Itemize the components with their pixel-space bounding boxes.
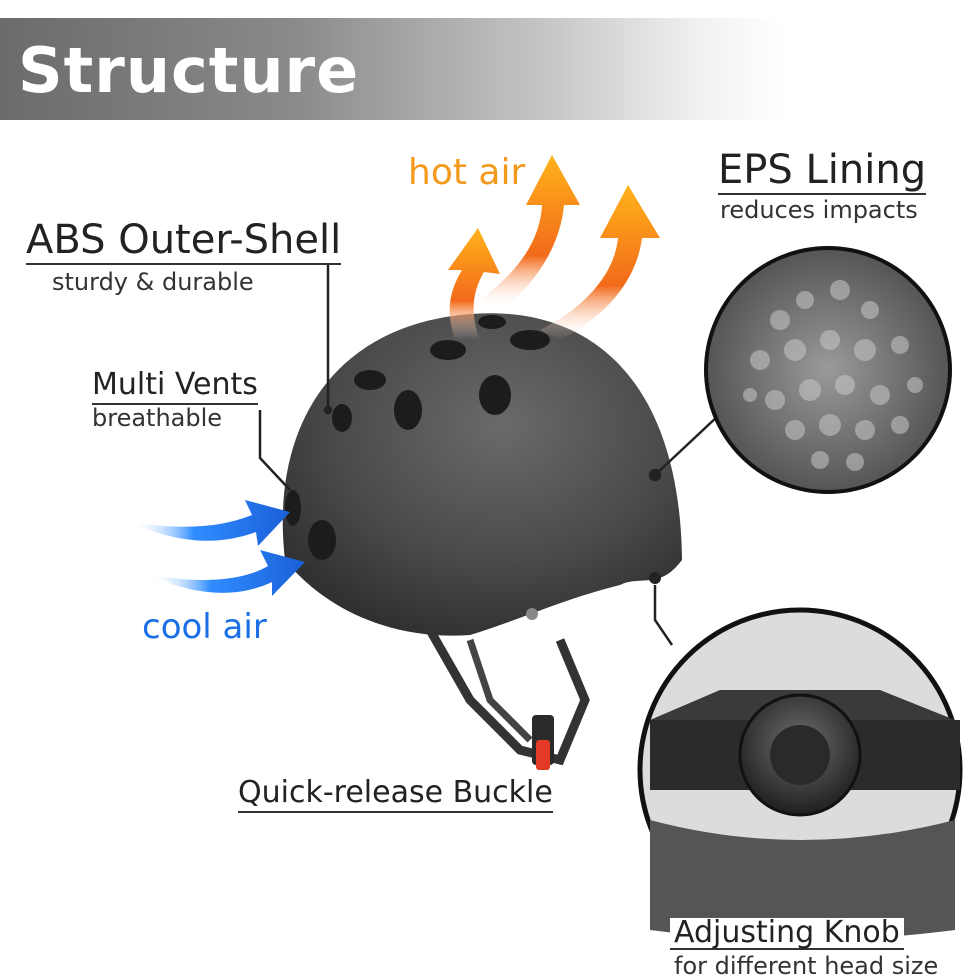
hot-air-label: hot air	[408, 152, 526, 193]
adjusting-knob-inset	[637, 607, 963, 940]
vent-holes	[285, 315, 550, 560]
cool-air-label: cool air	[142, 607, 267, 647]
adjusting-knob-subtitle: for different head size	[670, 954, 943, 978]
abs-shell-title: ABS Outer-Shell	[26, 217, 342, 265]
hot-air-arrows	[448, 155, 660, 340]
leader-lines	[258, 263, 736, 646]
adjusting-knob-title: Adjusting Knob	[670, 918, 904, 950]
multi-vents-subtitle: breathable	[92, 404, 223, 432]
abs-shell-subtitle: sturdy & durable	[52, 268, 254, 296]
quick-release-buckle-title: Quick-release Buckle	[238, 778, 553, 813]
eps-lining-inset	[704, 246, 952, 494]
title-banner: Structure	[0, 18, 980, 120]
page-title: Structure	[18, 34, 360, 107]
chin-strap	[426, 627, 590, 766]
rivet-icon	[649, 572, 661, 584]
eps-lining-title: EPS Lining	[718, 147, 927, 195]
eps-lining-subtitle: reduces impacts	[720, 196, 918, 224]
cool-air-arrows	[130, 500, 305, 596]
multi-vents-title: Multi Vents	[92, 370, 258, 405]
buckle-icon	[532, 715, 554, 770]
helmet-shell	[282, 313, 682, 636]
rivet-icon	[526, 608, 538, 620]
